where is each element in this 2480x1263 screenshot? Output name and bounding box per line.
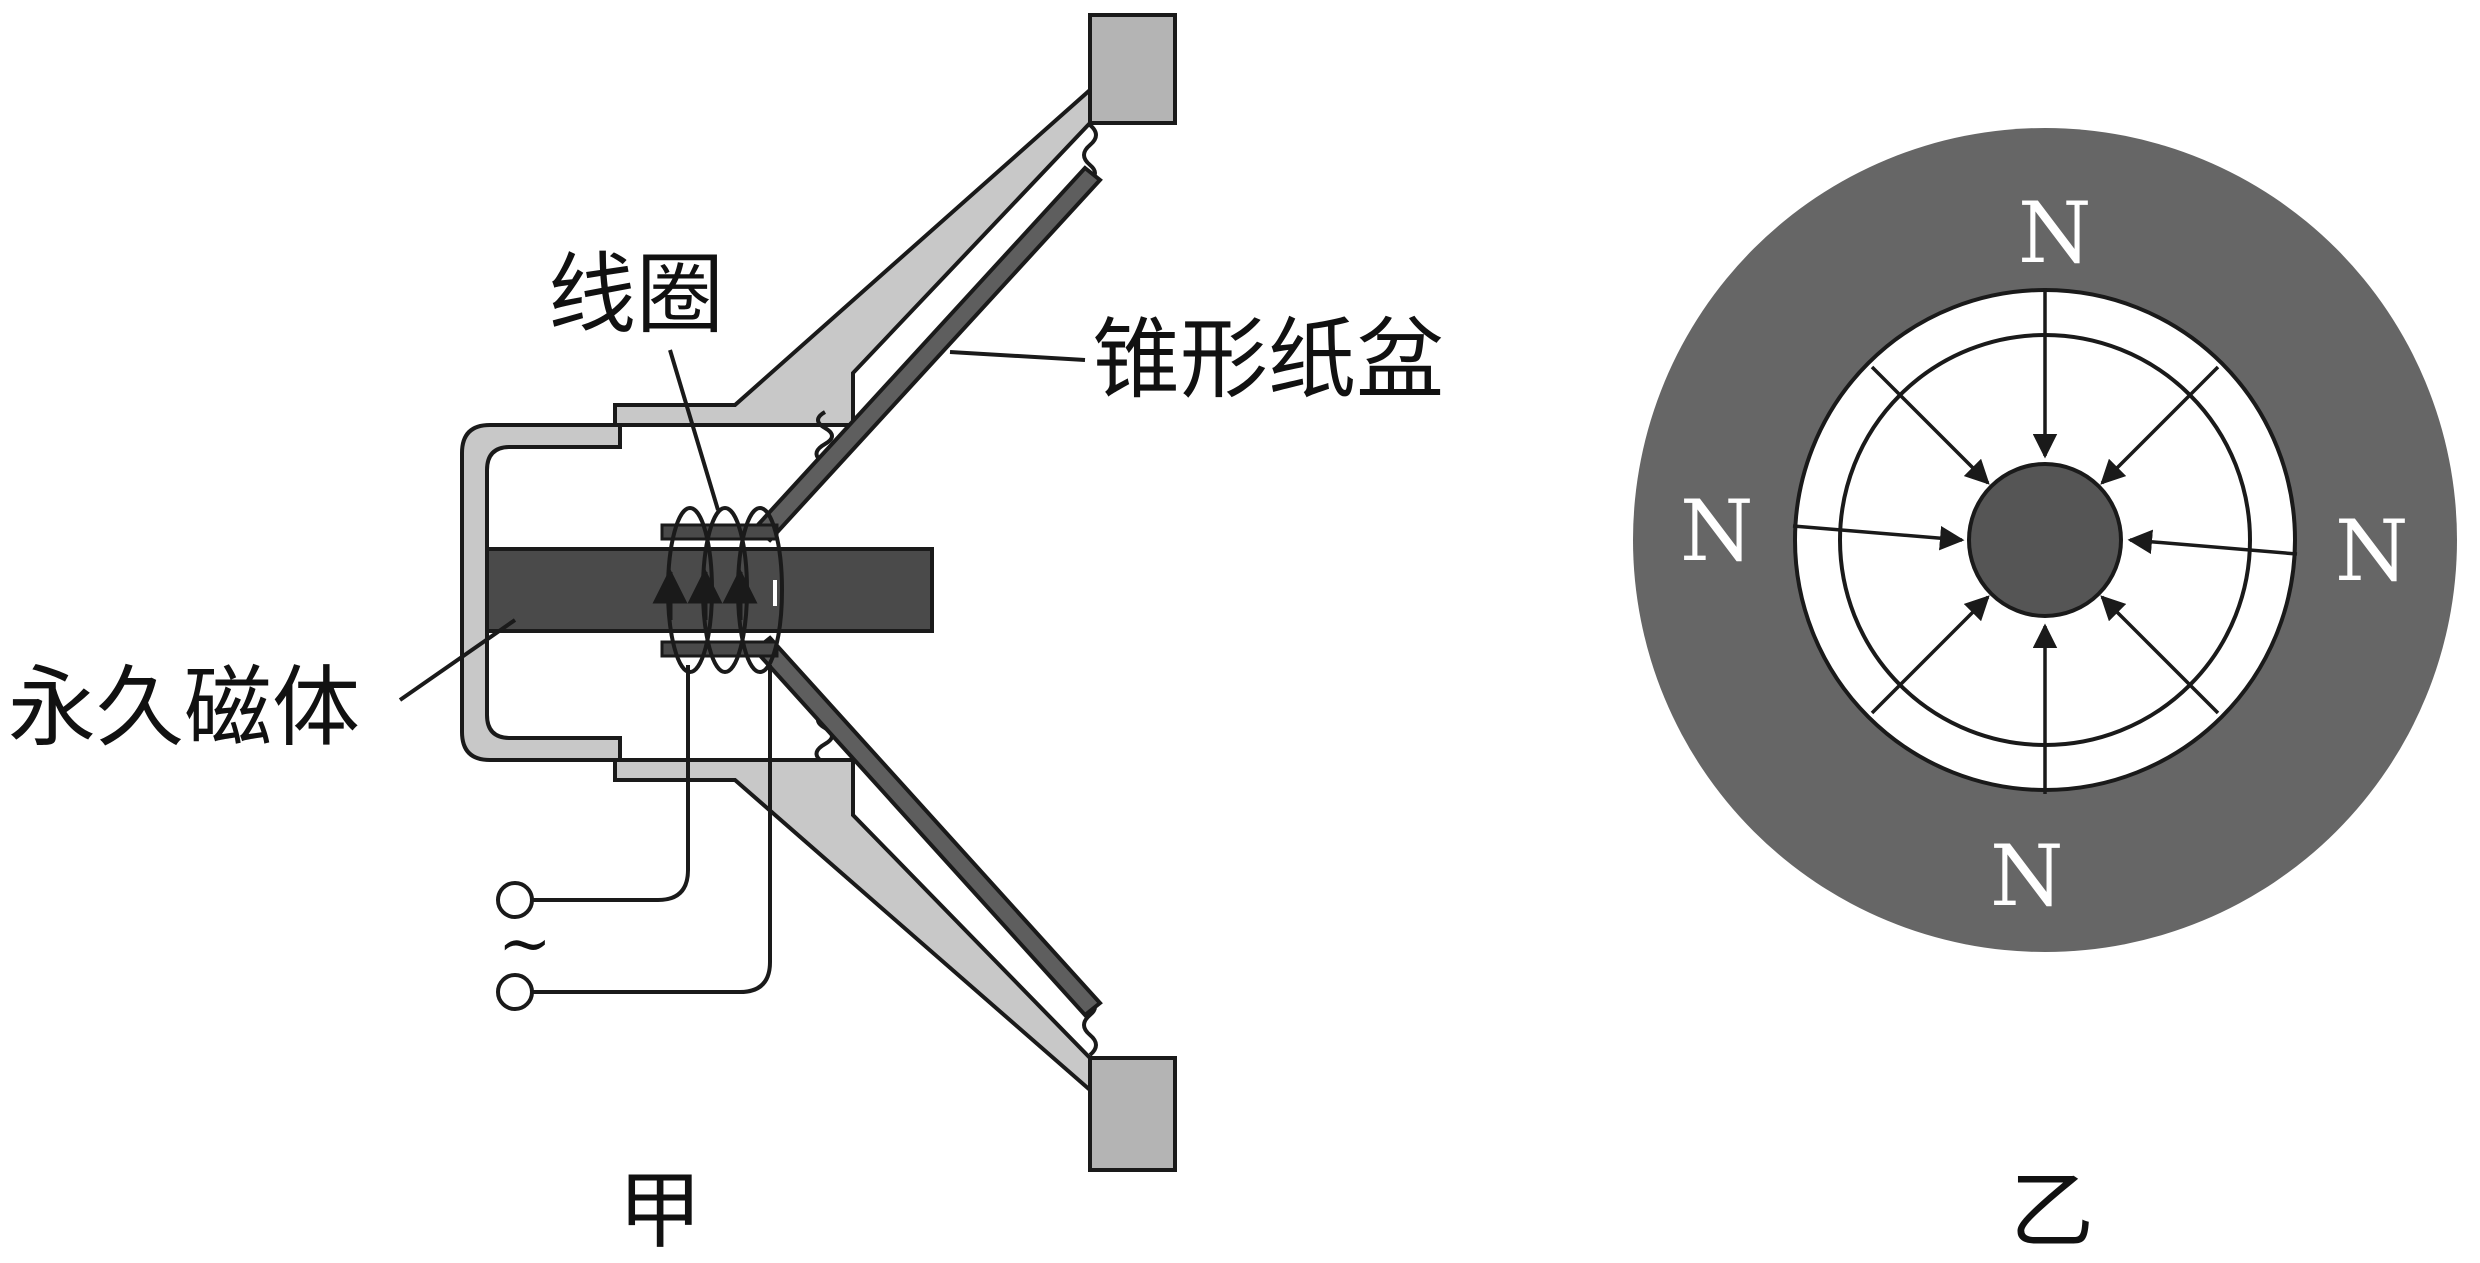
coil-leader-line	[668, 349, 720, 511]
pole-bottom: N	[1990, 827, 2064, 925]
radial-magnet-view: N N N N 乙	[1633, 128, 2457, 1260]
pole-top: N	[2018, 184, 2092, 282]
lead-wire-upper	[530, 665, 690, 902]
cone-label: 锥形纸盆	[1092, 308, 1444, 411]
terminal-upper	[496, 881, 534, 919]
lead-wire-lower	[530, 665, 772, 994]
center-core	[1967, 462, 2123, 618]
bottom-frame-block	[1088, 1056, 1177, 1172]
magnet-label: 永久磁体	[8, 656, 360, 759]
terminal-lower	[496, 973, 534, 1011]
coil-bobbin-top	[660, 523, 779, 541]
pole-left: N	[1680, 482, 1754, 580]
ac-symbol: ~	[498, 907, 552, 981]
pole-right: N	[2335, 502, 2409, 600]
figure-a-caption: 甲	[618, 1162, 702, 1259]
magnet-leader-line	[398, 618, 517, 702]
top-frame-arm	[613, 85, 1092, 427]
bottom-frame-arm	[613, 758, 1092, 1095]
coil-bobbin-bottom	[660, 640, 779, 658]
coil-current-arrows	[652, 568, 758, 620]
speaker-cross-section: ~ 线圈 锥形纸盆 永久磁体 甲	[8, 13, 1444, 1260]
magnet-yoke	[460, 423, 622, 762]
coil-label: 线圈	[548, 243, 724, 346]
cone-leader-line	[949, 350, 1086, 362]
top-frame-block	[1088, 13, 1177, 125]
field-lines	[1792, 288, 2298, 794]
top-spider-spring	[814, 410, 834, 462]
figure-b-caption: 乙	[2010, 1162, 2094, 1259]
